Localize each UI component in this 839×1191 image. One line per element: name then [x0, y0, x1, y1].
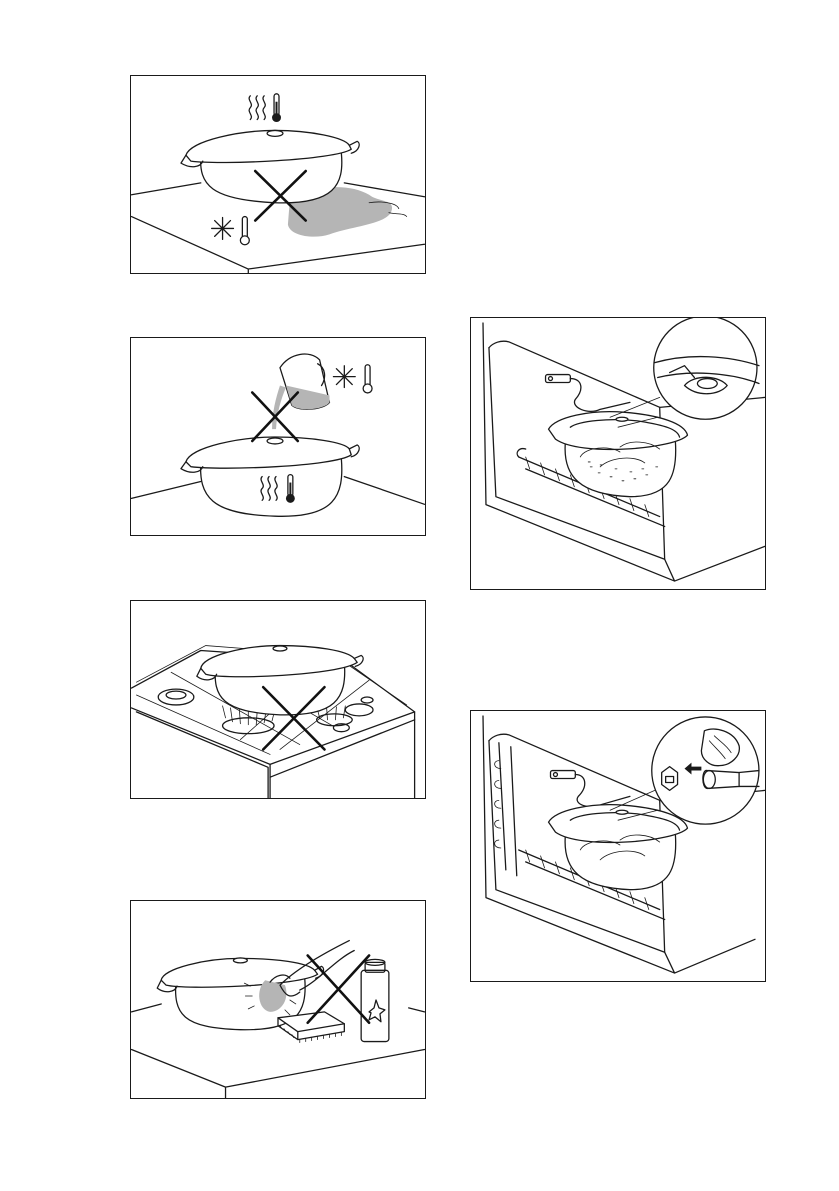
scouring-pad-icon [278, 1012, 344, 1043]
roasting-dish [181, 437, 359, 516]
prohibited-cross-icon [252, 392, 298, 441]
illustration-cold-liquid-on-hot-dish [130, 337, 426, 536]
illustration-dish-on-gas-hob [130, 600, 426, 799]
roasting-dish [549, 805, 688, 890]
cold-thermometer-icon [240, 217, 249, 245]
cold-water-jug-icon [272, 354, 329, 429]
prohibited-cross-icon [308, 955, 369, 1022]
hot-thermometer-icon [272, 94, 281, 122]
snowflake-icon [212, 218, 234, 240]
steam-pipe-icon [551, 771, 630, 807]
illustration-abrasive-cleaning [130, 900, 426, 1099]
spray-can-icon [361, 959, 389, 1041]
oven-side-rails [495, 743, 517, 876]
illustration-hot-dish-on-cold-surface [130, 75, 426, 274]
snowflake-icon [333, 366, 355, 388]
cold-thermometer-icon [363, 365, 372, 393]
illustration-oven-steam-connection [470, 317, 766, 590]
roasting-dish [549, 412, 688, 497]
steam-pipe-icon [546, 375, 630, 412]
illustration-oven-pipe-insertion [470, 710, 766, 982]
magnifier-detail-icon [610, 318, 759, 427]
steam-icon [249, 96, 265, 120]
